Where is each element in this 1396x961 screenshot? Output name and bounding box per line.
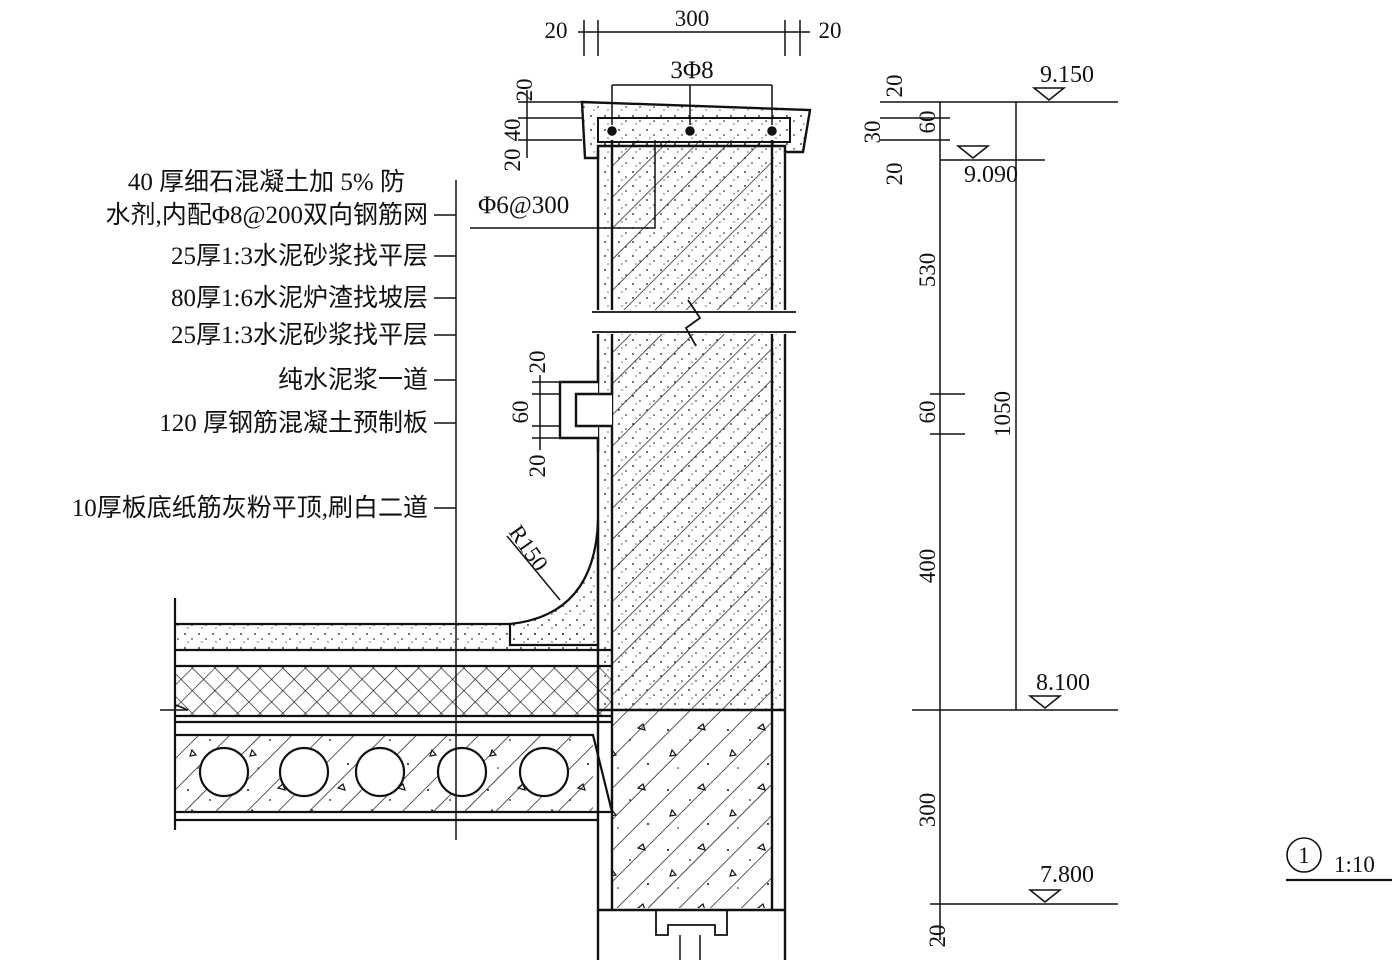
parapet-wall [558, 100, 812, 960]
cap-dimension [518, 90, 582, 158]
layer-label: 25厚1:3水泥砂浆找平层 [171, 242, 428, 270]
layer-label: 25厚1:3水泥砂浆找平层 [171, 321, 428, 349]
detail-number: 1 [1298, 843, 1310, 868]
layer-label: 80厚1:6水泥炉渣找坡层 [171, 284, 428, 312]
elevation-label: 8.100 [1036, 670, 1090, 696]
dim-top-right: 20 [819, 18, 842, 43]
dim-right: 300 [915, 793, 940, 828]
elevation-label: 9.090 [964, 162, 1018, 188]
rebar-top-label: 3Φ8 [670, 57, 713, 84]
dim-right: 30 [860, 121, 885, 144]
dim-total: 1050 [990, 391, 1015, 437]
dim-drip: 20 [525, 351, 550, 374]
elevation-markers [955, 87, 1067, 903]
dim-cap: 40 [500, 119, 525, 142]
dim-right: 20 [882, 75, 907, 98]
dim-drip: 20 [525, 455, 550, 478]
elevation-label: 9.150 [1040, 62, 1094, 88]
layer-label: 120 厚钢筋混凝土预制板 [159, 409, 428, 437]
rebar-marks [470, 84, 777, 229]
stirrup-label: Φ6@300 [478, 192, 569, 219]
dim-top-left: 20 [545, 18, 568, 43]
layer-label: 纯水泥浆一道 [278, 366, 428, 394]
dim-right: 60 [915, 401, 940, 424]
elevation-label: 7.800 [1040, 862, 1094, 888]
dim-right: 20 [925, 925, 950, 948]
dim-right: 20 [882, 163, 907, 186]
dim-right: 60 [915, 111, 940, 134]
roof-layers [160, 519, 614, 830]
dim-right: 400 [915, 549, 940, 584]
detail-scale: 1:10 [1334, 852, 1375, 877]
right-dimensions [880, 101, 1118, 940]
leader-lines [434, 180, 561, 840]
dim-cap: 20 [512, 79, 537, 102]
layer-labels: 40 厚细石混凝土加 5% 防 水剂,内配Φ8@200双向钢筋网 25厚1:3水… [72, 168, 428, 522]
top-dimension [578, 20, 810, 56]
layer-label: 10厚板底纸筋灰粉平顶,刷白二道 [72, 494, 428, 522]
layer-label: 水剂,内配Φ8@200双向钢筋网 [105, 201, 428, 229]
dim-right: 530 [915, 253, 940, 288]
detail-tag [1286, 837, 1392, 882]
radius-label: R150 [504, 521, 553, 576]
dim-cap: 20 [500, 149, 525, 172]
layer-label: 40 厚细石混凝土加 5% 防 [128, 168, 405, 196]
drip-dimension [532, 375, 560, 450]
dim-top-center: 300 [675, 6, 710, 31]
dim-drip: 60 [508, 401, 533, 424]
